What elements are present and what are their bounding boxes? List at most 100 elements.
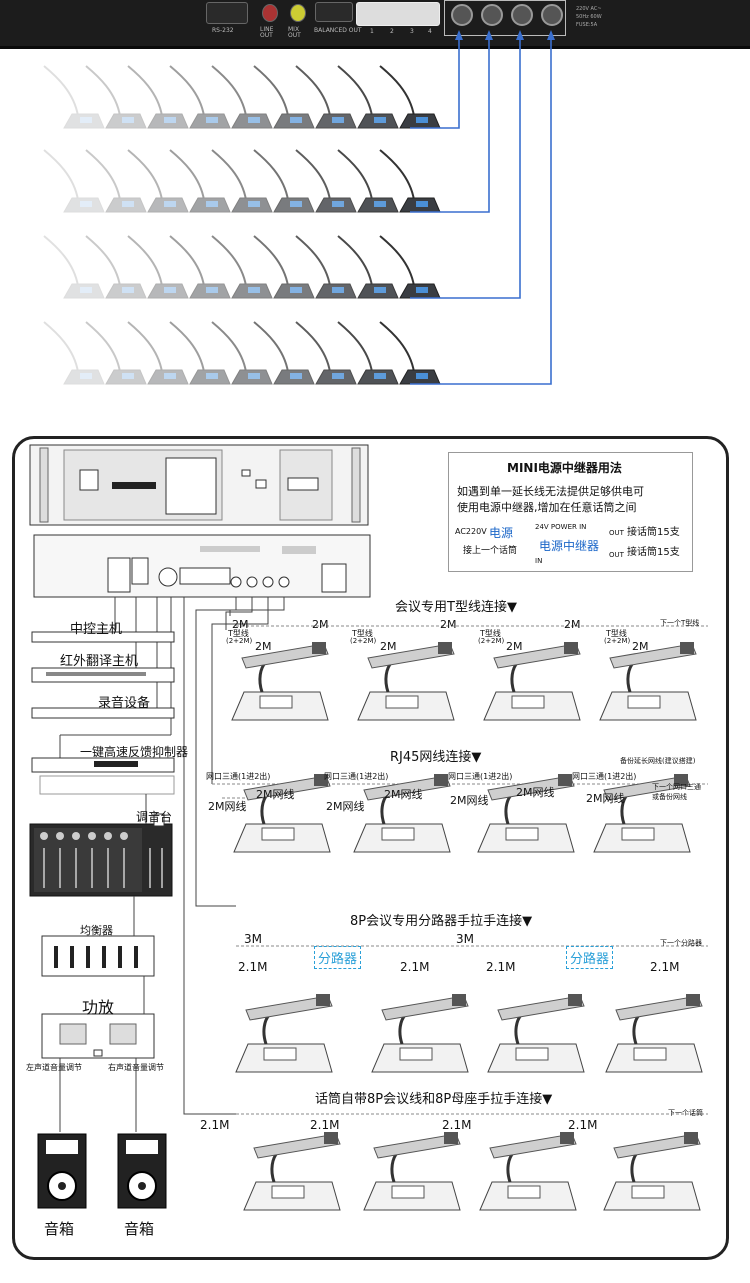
- sec1-len-mic-1: 2M: [255, 640, 272, 653]
- conference-microphone: [243, 1132, 341, 1211]
- feed-lines: [59, 597, 285, 1115]
- sec2-cable-7: 2M网线: [516, 786, 555, 799]
- sec2-tee-1: 网口三通(1进2出): [206, 772, 271, 781]
- sec2-cable-2: 2M网线: [384, 788, 423, 801]
- spec-frequency: 50Hz 60W: [576, 14, 602, 20]
- mini-out-2: OUT: [609, 551, 624, 559]
- sec3-next: 下一个分路器: [660, 939, 702, 947]
- rj45-block: [356, 2, 440, 26]
- signal-chain-lines: [59, 794, 147, 1132]
- link-line-row3: [410, 34, 521, 299]
- sec4-title: 话筒自带8P会议线和8P母座手拉手连接▼: [315, 1092, 553, 1107]
- gooseneck-microphone: [169, 65, 231, 129]
- conference-microphone: [477, 774, 575, 853]
- gooseneck-microphone: [85, 235, 147, 299]
- mic-grid: [43, 65, 441, 385]
- sec4-len21-3: 2.1M: [442, 1118, 472, 1132]
- sec3-len21-4: 2.1M: [650, 960, 680, 974]
- label-mixer: 调音台: [136, 810, 173, 824]
- sec1-len-top-3: 2M: [440, 618, 457, 631]
- sec4-len21-2: 2.1M: [310, 1118, 340, 1132]
- sec1-len-top-4: 2M: [564, 618, 581, 631]
- mini-ac-label: AC220V: [455, 527, 487, 536]
- equalizer-unit: [41, 935, 155, 977]
- mini-box-line2: 使用电源中继器,增加在任意话筒之间: [457, 501, 637, 514]
- conference-microphone: [603, 1132, 701, 1211]
- blue-link-lines: [410, 34, 552, 385]
- xlr-panel: [444, 0, 566, 36]
- sec2-tee-2: 网口三通(1进2出): [324, 772, 389, 781]
- mix-out-jack: [290, 4, 306, 22]
- mic-grid-diagram: [43, 30, 555, 385]
- sec2-cable-4: 2M网线: [326, 800, 365, 813]
- gooseneck-microphone: [43, 321, 105, 385]
- mini-mic15-2: 接话筒15支: [627, 547, 680, 558]
- sec2-next-a: 下一个网口三通: [652, 783, 701, 791]
- port-label-line-out: LINE OUT: [260, 26, 274, 39]
- sec2-backup: 备份延长网线(建议搭建): [620, 757, 696, 765]
- recorder-unit: [31, 707, 175, 719]
- mini-box-line1: 如遇到单一延长线无法提供足够供电可: [457, 485, 644, 498]
- sec4-len21-4: 2.1M: [568, 1118, 598, 1132]
- sec1-tline-4: T型线: [606, 629, 627, 638]
- mini-mic15-1: 接话筒15支: [627, 527, 680, 538]
- sec3-len21-1: 2.1M: [238, 960, 268, 974]
- sec1-len-mic-3: 2M: [506, 640, 523, 653]
- sec3-len21-3: 2.1M: [486, 960, 516, 974]
- label-right-volume: 右声道音量调节: [108, 1063, 164, 1072]
- mini-power-label: 电源: [489, 526, 514, 540]
- gooseneck-microphone: [211, 321, 273, 385]
- rs232-port: [206, 2, 248, 24]
- rj45-number-4: 4: [428, 28, 432, 35]
- amplifier-unit: [41, 1013, 155, 1059]
- sec1-tline-sub-3: (2+2M): [478, 637, 505, 645]
- port-label-balanced-out: BALANCED OUT: [314, 27, 362, 34]
- sec1-tline-sub-4: (2+2M): [604, 637, 631, 645]
- label-eq: 均衡器: [80, 924, 113, 937]
- link-line-row4: [410, 34, 552, 385]
- xlr-connector-1: [451, 4, 473, 26]
- spec-fuse: FUSE:5A: [576, 22, 598, 28]
- balanced-out-port: [315, 2, 353, 22]
- sec1-tline-1: T型线: [228, 629, 249, 638]
- sec1-tline-2: T型线: [352, 629, 373, 638]
- gooseneck-microphone: [295, 149, 357, 213]
- conference-microphone: [483, 642, 581, 721]
- gooseneck-microphone: [85, 321, 147, 385]
- spec-voltage: 220V AC~: [576, 6, 602, 12]
- link-arrows: [455, 30, 555, 40]
- gooseneck-microphone: [379, 321, 441, 385]
- arrow-4: [547, 30, 555, 40]
- conference-microphone: [357, 642, 455, 721]
- gooseneck-microphone: [337, 149, 399, 213]
- sec1-len-mic-2: 2M: [380, 640, 397, 653]
- sec2-cable-5: 2M网线: [450, 794, 489, 807]
- sec2-cable-3: 2M网线: [208, 800, 247, 813]
- conference-microphone: [605, 994, 703, 1073]
- mini-repeater-label: 电源中继器: [539, 539, 600, 553]
- mini-out-1: OUT: [609, 529, 624, 537]
- gooseneck-microphone: [43, 235, 105, 299]
- sec2-cable-6: 2M网线: [586, 792, 625, 805]
- label-left-volume: 左声道音量调节: [26, 1063, 82, 1072]
- speaker-left: [37, 1133, 87, 1209]
- xlr-connector-2: [481, 4, 503, 26]
- rj45-number-1: 1: [370, 28, 374, 35]
- rj45-number-3: 3: [410, 28, 414, 35]
- conference-microphone: [231, 642, 329, 721]
- gooseneck-microphone: [253, 235, 315, 299]
- mini-box-title: MINI电源中继器用法: [507, 461, 622, 475]
- sec3-len21-2: 2.1M: [400, 960, 430, 974]
- sec1-len-top-2: 2M: [312, 618, 329, 631]
- label-central-host: 中控主机: [70, 622, 123, 637]
- arrow-1: [455, 30, 463, 40]
- xlr-connector-4: [541, 4, 563, 26]
- sec3-title: 8P会议专用分路器手拉手连接▼: [350, 914, 533, 929]
- label-amp: 功放: [82, 998, 115, 1017]
- gooseneck-microphone: [253, 321, 315, 385]
- gooseneck-microphone: [379, 65, 441, 129]
- gooseneck-microphone: [127, 235, 189, 299]
- label-speaker-1: 音箱: [44, 1220, 75, 1238]
- port-label-rs232: RS-232: [212, 27, 234, 34]
